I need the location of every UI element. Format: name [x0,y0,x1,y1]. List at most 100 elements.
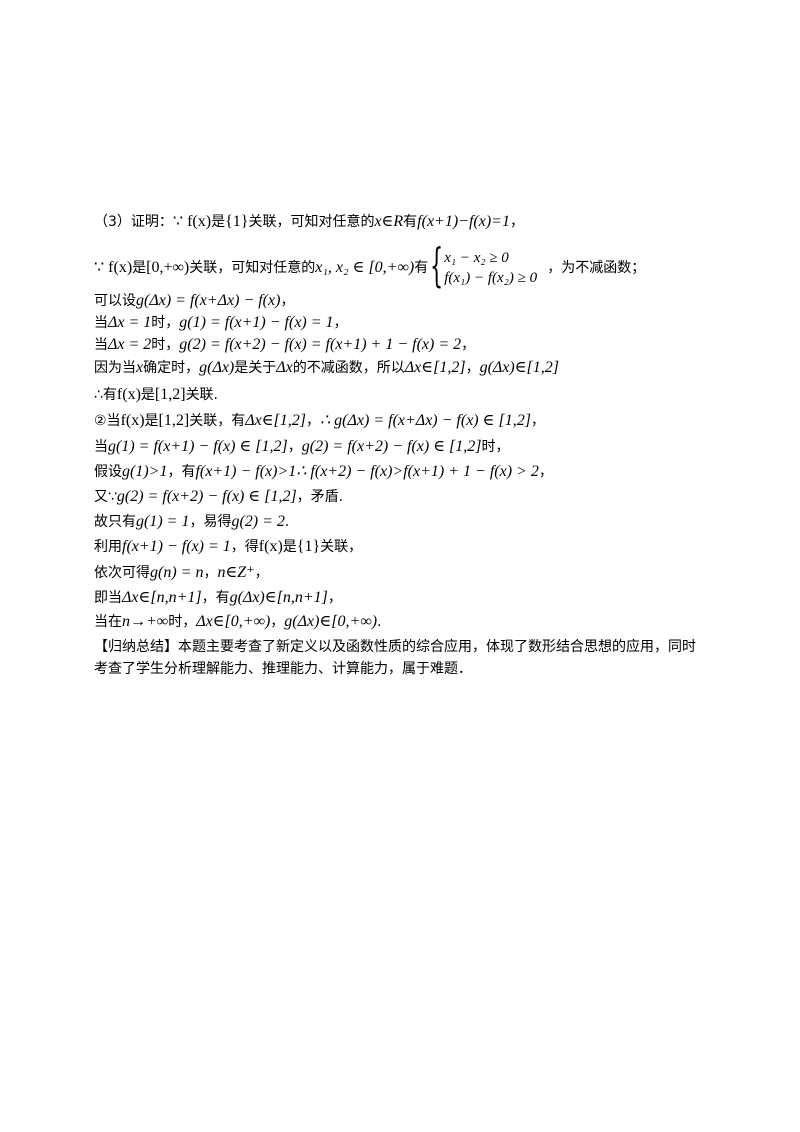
text-run: ， [327,590,342,606]
text-run: 确定时， [143,360,200,376]
math-expr: g(Δx)∈[0,+∞) [284,613,378,630]
math-expr: g(n) = n [150,564,204,581]
math-expr: f(x+1) − f(x) = 1 [122,538,231,555]
math-expr: g(1)>1 [122,463,168,480]
text-run: ， [280,293,295,309]
text-run: ， [538,464,553,480]
math-expr: f(x+1) − f(x)>1 [195,463,297,480]
math-expr: [1,2] [158,412,190,429]
text-run: ②当 [94,413,121,429]
text-run: ， [465,360,480,376]
text-run: 时， [151,337,180,353]
text-run: ， [287,439,302,455]
text-run: ，有 [167,464,196,480]
math-expr: Δx∈[0,+∞) [196,613,271,630]
math-expr: f(x) [116,386,141,403]
text-run: ， [461,337,476,353]
summary-line-1: 【归纳总结】本题主要考查了新定义以及函数性质的综合应用，体现了数形结合思想的应用… [94,639,696,655]
text-run: . [284,514,290,530]
text-run: 可以设 [94,293,136,309]
text-run: 当 [94,337,108,353]
text-run: 是 [132,260,147,276]
math-expr: g(Δx)∈[1,2] [479,359,560,376]
text-run: 关联， [320,539,363,555]
text-run: 关联，可知对任意的 [248,214,375,230]
text-run: ，有 [201,590,230,606]
math-expr: n→+∞ [122,613,169,630]
text-run: ， [530,413,545,429]
math-expr: [1,2] [154,386,186,403]
proof-line-4: 当Δx = 1时，g(1) = f(x+1) − f(x) = 1， [94,313,348,333]
math-expr: ∵ f(x) [94,259,133,276]
text-run: 时， [481,439,510,455]
text-run: 利用 [94,539,122,555]
math-expr: Δx∈[1,2] [404,359,466,376]
proof-line-7: ∴有f(x)是[1,2]关联. [94,385,218,405]
text-run: ，为不减函数； [547,260,646,276]
text-run: ∴有 [94,387,117,403]
math-expr: g(2) = f(x+2) − f(x) ∈ [1,2] [301,438,482,455]
text-run: ，易得 [189,514,232,530]
text-run: 关联，可知对任意的 [189,260,316,276]
proof-line-8: ②当f(x)是[1,2]关联，有Δx∈[1,2]，∴ g(Δx) = f(x+Δ… [94,411,545,431]
proof-label: （3）证明： [94,214,173,230]
math-expr: f(x+1)−f(x)=1 [417,213,510,230]
text-run: 又∵ [94,489,117,505]
text-run: 时， [168,614,197,630]
math-expr: Δx∈[n,n+1] [122,589,202,606]
math-expr: g(Δx)∈[n,n+1] [229,589,328,606]
proof-line-16: 当在n→+∞时，Δx∈[0,+∞)，g(Δx)∈[0,+∞). [94,612,382,632]
math-expr: {1} [296,538,321,555]
math-expr: ∵ f(x) [172,213,212,230]
proof-line-14: 依次可得g(n) = n，n∈Z⁺， [94,563,269,583]
proof-line-10: 假设g(1)>1，有f(x+1) − f(x)>1∴ f(x+2) − f(x)… [94,462,553,482]
text-run: . [377,614,382,630]
proof-line-6: 因为当x确定时，g(Δx)是关于Δx的不减函数，所以Δx∈[1,2]，g(Δx)… [94,358,559,378]
summary-line-2: 考查了学生分析理解能力、推理能力、计算能力，属于难题． [94,661,472,677]
math-expr: g(1) = 1 [136,513,190,530]
proof-line-13: 利用f(x+1) − f(x) = 1，得f(x)是{1}关联， [94,537,362,557]
math-expr: x₁, x₂ ∈ [0,+∞) [315,259,415,276]
text-run: 依次可得 [94,565,150,581]
math-expr: x [136,359,144,376]
proof-line-5: 当Δx = 2时，g(2) = f(x+2) − f(x) = f(x+1) +… [94,335,475,355]
text-run: ， [254,565,269,581]
math-expr: g(1) = f(x+1) − f(x) = 1 [179,314,334,331]
proof-line-1: （3）证明：∵ f(x)是{1}关联，可知对任意的x∈R有f(x+1)−f(x)… [94,212,524,232]
proof-line-2: ∵ f(x)是[0,+∞)关联，可知对任意的x₁, x₂ ∈ [0,+∞)有{x… [94,242,646,288]
left-brace-icon: { [430,238,444,292]
text-run: 即当 [94,590,122,606]
text-run: ， [203,565,218,581]
text-run: 有 [414,260,429,276]
math-expr: Δx∈[1,2] [245,412,306,429]
text-run: 当在 [94,614,122,630]
math-expr: ∴ g(Δx) = f(x+Δx) − f(x) ∈ [1,2] [320,412,531,429]
math-expr: ∴ f(x+2) − f(x)>f(x+1) + 1 − f(x) > 2 [296,463,539,480]
math-expr: g(2) = f(x+2) − f(x) ∈ [1,2] [116,488,297,505]
math-expr: Δx [276,359,293,376]
math-expr: g(1) = f(x+1) − f(x) ∈ [1,2] [108,438,288,455]
text-run: 当 [94,315,108,331]
math-expr: x∈R [374,213,404,230]
text-run: 关联. [185,387,219,403]
text-run: 是 [144,413,159,429]
proof-line-3: 可以设g(Δx) = f(x+Δx) − f(x)， [94,291,294,311]
math-expr: Δx = 2 [108,336,152,353]
text-run: ， [306,413,320,429]
text-run: ， [333,315,348,331]
text-run: ，矛盾. [296,489,344,505]
math-expr: g(2) = f(x+2) − f(x) = f(x+1) + 1 − f(x)… [179,336,462,353]
brace-condition-bottom: f(x₁) − f(x₂) ≥ 0 [444,270,538,286]
text-run: 是 [282,539,297,555]
text-run: 关联，有 [189,413,246,429]
math-expr: Δx = 1 [108,314,152,331]
text-run: 因为当 [94,360,136,376]
math-expr: [0,+∞) [146,259,190,276]
text-run: 当 [94,439,108,455]
math-expr: n∈Z⁺ [217,564,255,581]
text-run: 时， [151,315,180,331]
proof-line-12: 故只有g(1) = 1，易得g(2) = 2. [94,512,289,532]
text-run: 假设 [94,464,122,480]
